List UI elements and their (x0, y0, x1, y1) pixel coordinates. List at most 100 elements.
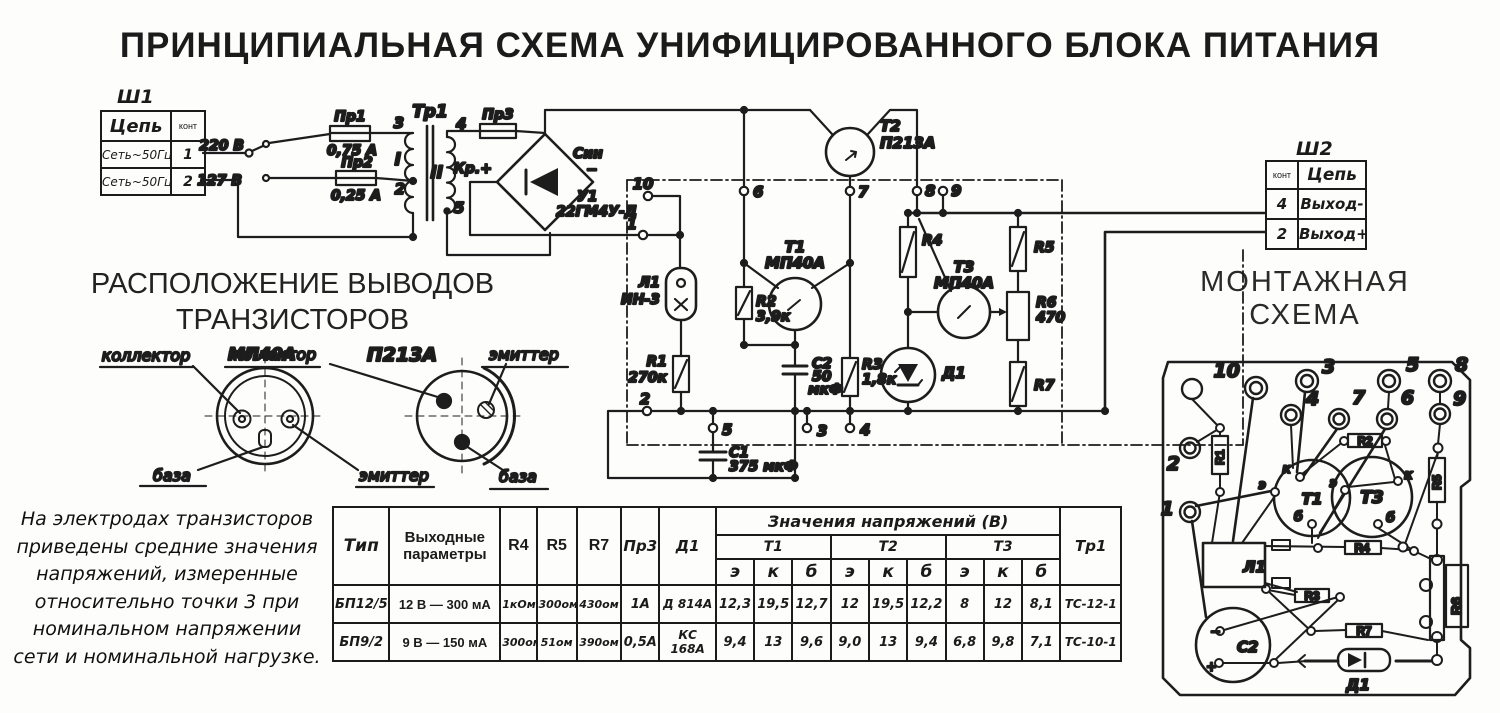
row1-tr1: ТС-12-1 (1059, 584, 1122, 624)
unit-boundary-dashed (626, 179, 1244, 446)
capacitor-c2 (781, 343, 809, 416)
mon-label-t1: Т1 (1302, 490, 1323, 508)
page-title: ПРИНЦИПИАЛЬНАЯ СХЕМА УНИФИЦИРОВАННОГО БЛ… (119, 26, 1381, 65)
note-line: номинальном напряжении (32, 618, 302, 640)
label-winding-ii: II (430, 163, 443, 183)
label-t1-type: МП40А (765, 254, 825, 272)
col-type: Тип (331, 506, 391, 586)
mon-label-t3: Т3 (1360, 488, 1383, 508)
mon-label-r3: R3 (1304, 589, 1320, 603)
sh2-table: конт Цепь 4 Выход- 2 Выход+ (1265, 160, 1367, 250)
sub-e: э (714, 558, 756, 586)
row2-tr1: ТС-10-1 (1059, 622, 1122, 662)
mains-input (201, 132, 418, 242)
mon-label-c2-plus: + (1206, 660, 1217, 675)
label-mp40a-collector: коллектор (102, 346, 191, 365)
mon-label-r6: R6 (1448, 597, 1464, 615)
row2-t1k: 13 (753, 622, 794, 662)
label-mp40a-base: база (153, 466, 191, 485)
sh1-col-circuit: Цепь (100, 110, 172, 142)
row1-r5: 300ом (535, 584, 578, 624)
plus-feed-wiring (468, 180, 685, 270)
mon-label-9: 9 (1453, 388, 1466, 410)
label-winding-term-2: 2 (395, 180, 405, 198)
label-term-9: 9 (951, 182, 961, 200)
label-bridge-minus-sign: − (586, 162, 598, 178)
row2-d1: КС 168А (658, 622, 717, 662)
row1-t2b: 12,2 (906, 584, 947, 624)
label-pr1-rating: 0,75 А (327, 143, 377, 159)
row1-t1b: 12,7 (791, 584, 832, 624)
sh1-row2-circuit: Сеть~50Гц (100, 167, 172, 196)
label-term-8: 8 (925, 182, 935, 200)
label-p213a-collector: коллектор (228, 345, 317, 364)
mon-label-r5: R5 (1430, 474, 1444, 490)
label-127v: 127 В (197, 173, 242, 189)
mon-label-4: 4 (1305, 388, 1319, 410)
output-wiring (906, 193, 1267, 416)
label-l1-type: ИН-3 (621, 292, 660, 308)
label-r6-value: 470 (1035, 310, 1065, 326)
row1-r7: 430ом (575, 584, 623, 624)
sh2-row1-pin: 4 (1265, 188, 1299, 220)
label-bridge-plus: Кр.+ (453, 161, 492, 177)
montage-title-line1: МОНТАЖНАЯ (1200, 266, 1410, 298)
label-r6: R6 (1036, 295, 1057, 311)
mon-label-1: 1 (1161, 498, 1174, 520)
table-row: БП9/2 9 В — 150 мА 300ом 51ом 390ом 0,5А… (331, 622, 1122, 662)
sh2-row2-pin: 2 (1265, 218, 1299, 250)
mon-label-r2: R2 (1357, 434, 1373, 448)
sub-k: к (982, 558, 1024, 586)
montage-title: МОНТАЖНАЯ СХЕМА (1195, 266, 1415, 332)
col-out: Выходные параметры (388, 506, 502, 586)
note-text: На электродах транзисторов приведены сре… (2, 506, 332, 671)
fuse-pr3 (478, 122, 547, 140)
row2-out: 9 В — 150 мА (388, 622, 502, 662)
transistor-t1 (742, 261, 852, 350)
row2-r7: 390ом (575, 622, 623, 662)
sh2-row1-circuit: Выход- (1297, 188, 1367, 220)
row2-t1e: 9,4 (714, 622, 756, 662)
label-term-10: 10 (633, 175, 654, 193)
mon-label-d1: Д1 (1345, 676, 1370, 694)
resistor-r4-diode-d1 (879, 208, 937, 416)
row1-r4: 1кОм (499, 584, 538, 624)
label-t1: Т1 (785, 238, 806, 256)
group-t1: Т1 (714, 534, 832, 560)
label-p213a-emitter: эмиттер (489, 345, 559, 364)
mon-label-t3-b: б (1386, 511, 1395, 526)
sub-b: б (791, 558, 832, 586)
mon-label-3: 3 (1322, 356, 1335, 378)
col-r5: R5 (535, 506, 578, 586)
sh2-label: Ш2 (1296, 138, 1333, 160)
label-r5: R5 (1034, 240, 1055, 256)
transistor-t3 (906, 217, 1007, 340)
row1-t1k: 19,5 (753, 584, 794, 624)
montage-title-line2: СХЕМА (1249, 299, 1361, 331)
row1-pr3: 1А (620, 584, 661, 624)
row2-t3e: 6,8 (944, 622, 985, 662)
transistor-t2 (824, 126, 876, 189)
label-u1: У1 (577, 189, 598, 205)
label-tr1: Тр1 (412, 102, 448, 122)
label-term-3: 3 (817, 422, 827, 440)
row2-t2k: 13 (867, 622, 909, 662)
col-tr1: Тр1 (1059, 506, 1122, 586)
col-pr3: Пр3 (620, 506, 661, 586)
label-r1: R1 (646, 354, 667, 370)
resistor-r1 (606, 354, 1107, 480)
note-line: сети и номинальной нагрузке. (13, 645, 321, 668)
row1-t2k: 19,5 (867, 584, 909, 624)
divider-r5-r6-r7 (1005, 208, 1031, 416)
sh1-row1-pin: 1 (170, 140, 206, 169)
mon-label-t3-k: к (1404, 468, 1414, 483)
pinout-heading-line1: РАСПОЛОЖЕНИЕ ВЫВОДОВ (90, 268, 495, 300)
row2-r4: 300ом (499, 622, 538, 662)
group-t2: Т2 (829, 534, 947, 560)
label-winding-term-5: 5 (454, 199, 464, 217)
row2-t3b: 7,1 (1021, 622, 1062, 662)
col-d1: Д1 (658, 506, 717, 586)
resistor-r2 (734, 261, 797, 350)
label-t3: Т3 (954, 258, 975, 276)
